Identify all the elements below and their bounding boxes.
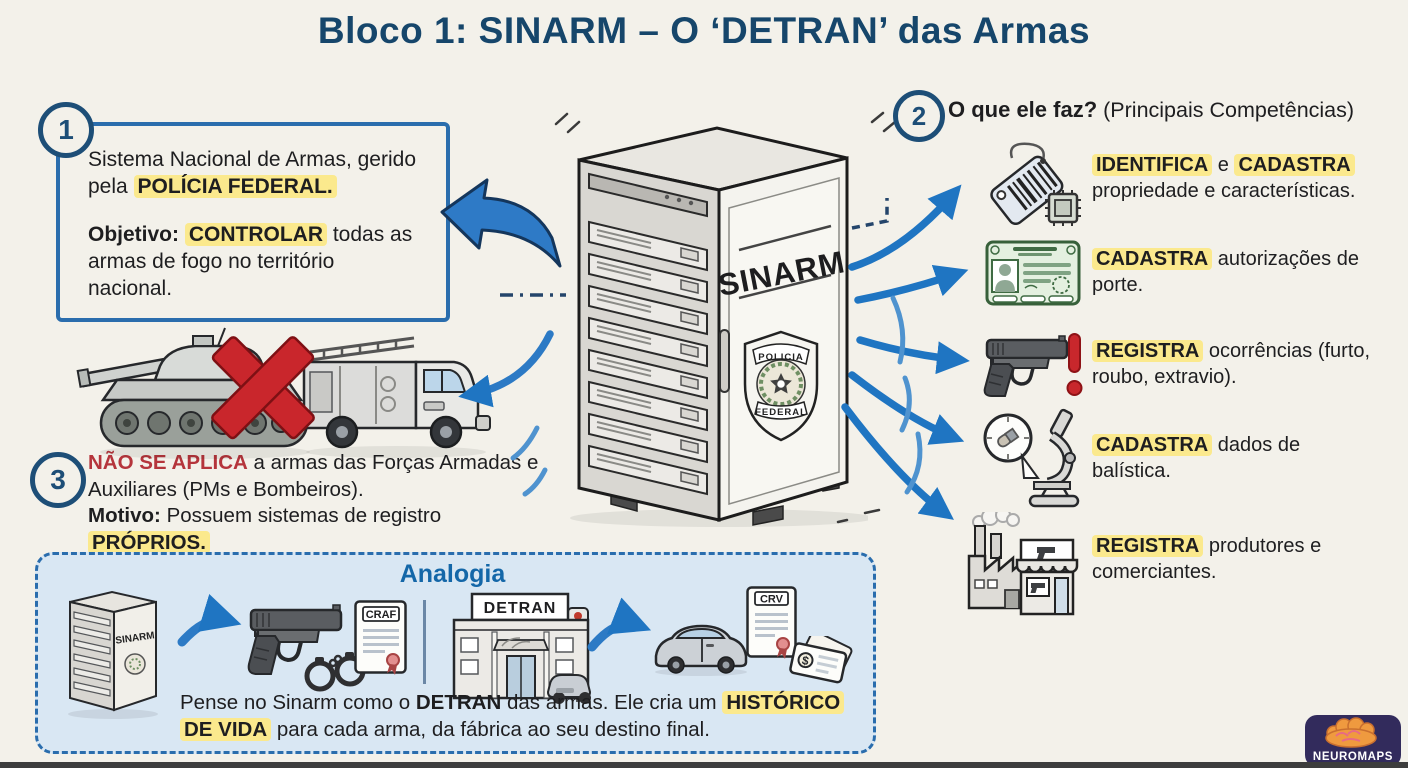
sinarm-server-illustration: SINARM POLICIA FEDERAL bbox=[570, 126, 868, 527]
craf-document: CRAF bbox=[354, 600, 407, 675]
competency-item-text: REGISTRA produtores e comerciantes. bbox=[1092, 535, 1322, 584]
competency-item-text: CADASTRA autorizações de porte. bbox=[1092, 248, 1359, 297]
ballistics-microscope-icon bbox=[983, 408, 1080, 508]
crv-label: CRV bbox=[760, 594, 784, 606]
section2-heading-bold: O que ele faz? bbox=[948, 97, 1098, 122]
page-title: Bloco 1: SINARM – O ‘DETRAN’ das Armas bbox=[317, 10, 1091, 51]
definition-text: Sistema Nacional de Armas, gerido pela P… bbox=[88, 146, 424, 322]
fire-truck-illustration bbox=[302, 336, 491, 458]
section2-heading-rest: (Principais Competências) bbox=[1097, 98, 1355, 122]
section2-badge: 2 bbox=[893, 90, 945, 142]
detran-label: DETRAN bbox=[484, 600, 557, 617]
policia-federal-badge: POLICIA FEDERAL bbox=[743, 330, 819, 442]
exclusion-line2: Motivo: Possuem sistemas de registro PRÓ… bbox=[88, 504, 442, 554]
exclusion-line1: NÃO SE APLICA a armas das Forças Armadas… bbox=[88, 451, 539, 501]
analogy-title: Analogia bbox=[399, 560, 506, 588]
definition-box bbox=[56, 122, 450, 322]
bottom-bar bbox=[0, 762, 1408, 768]
badge-bottom-label: FEDERAL bbox=[755, 407, 807, 418]
section1-badge: 1 bbox=[38, 102, 94, 158]
logo-text: NEUROMAPS bbox=[1313, 751, 1393, 763]
analogy-mini-server: SINARM bbox=[68, 590, 158, 719]
money-tickets: $ bbox=[789, 636, 853, 684]
money-symbol: $ bbox=[801, 653, 811, 668]
competency-item-text: REGISTRA ocorrências (furto, roubo, extr… bbox=[1092, 340, 1371, 389]
competency-item-text: CADASTRA dados de balística. bbox=[1092, 434, 1301, 483]
detran-building: DETRAN bbox=[452, 592, 592, 704]
analogy-arrow-left bbox=[177, 594, 242, 647]
exclusion-text: NÃO SE APLICA a armas das Forças Armadas… bbox=[88, 450, 568, 557]
definition-line1: Sistema Nacional de Armas, gerido pela P… bbox=[88, 148, 416, 199]
analogy-divider bbox=[423, 600, 426, 684]
id-card-icon bbox=[985, 240, 1081, 306]
neuromaps-logo: NEUROMAPS bbox=[1305, 715, 1401, 767]
tag-barcode-chip-icon bbox=[990, 142, 1081, 226]
accent-strokes bbox=[510, 295, 923, 497]
analogy-mini-server-label: SINARM bbox=[115, 630, 156, 646]
crv-document: CRV bbox=[746, 586, 797, 659]
arrow-to-definition bbox=[440, 178, 562, 268]
analogy-pistol bbox=[247, 604, 343, 675]
dashed-connectors bbox=[500, 198, 889, 297]
arrow-to-exclusions bbox=[458, 330, 554, 408]
analogy-car bbox=[654, 624, 748, 676]
factory-store-icon bbox=[967, 512, 1079, 616]
analogy-text: Pense no Sinarm como o DETRAN das armas.… bbox=[180, 690, 850, 743]
pistol-alert-icon bbox=[983, 333, 1083, 397]
craf-label: CRAF bbox=[366, 609, 397, 621]
analogy-arrow-right bbox=[587, 597, 652, 652]
brain-icon bbox=[1325, 717, 1377, 748]
sketch-ticks bbox=[554, 111, 897, 524]
definition-line2: Objetivo: CONTROLAR todas as armas de fo… bbox=[88, 222, 413, 301]
competency-item-text: IDENTIFICA e CADASTRA propriedade e cara… bbox=[1092, 154, 1356, 203]
section2-heading: O que ele faz? (Principais Competências) bbox=[948, 97, 1378, 123]
red-x-mark bbox=[211, 336, 315, 440]
badge-top-label: POLICIA bbox=[758, 352, 804, 363]
section3-badge: 3 bbox=[30, 452, 86, 508]
